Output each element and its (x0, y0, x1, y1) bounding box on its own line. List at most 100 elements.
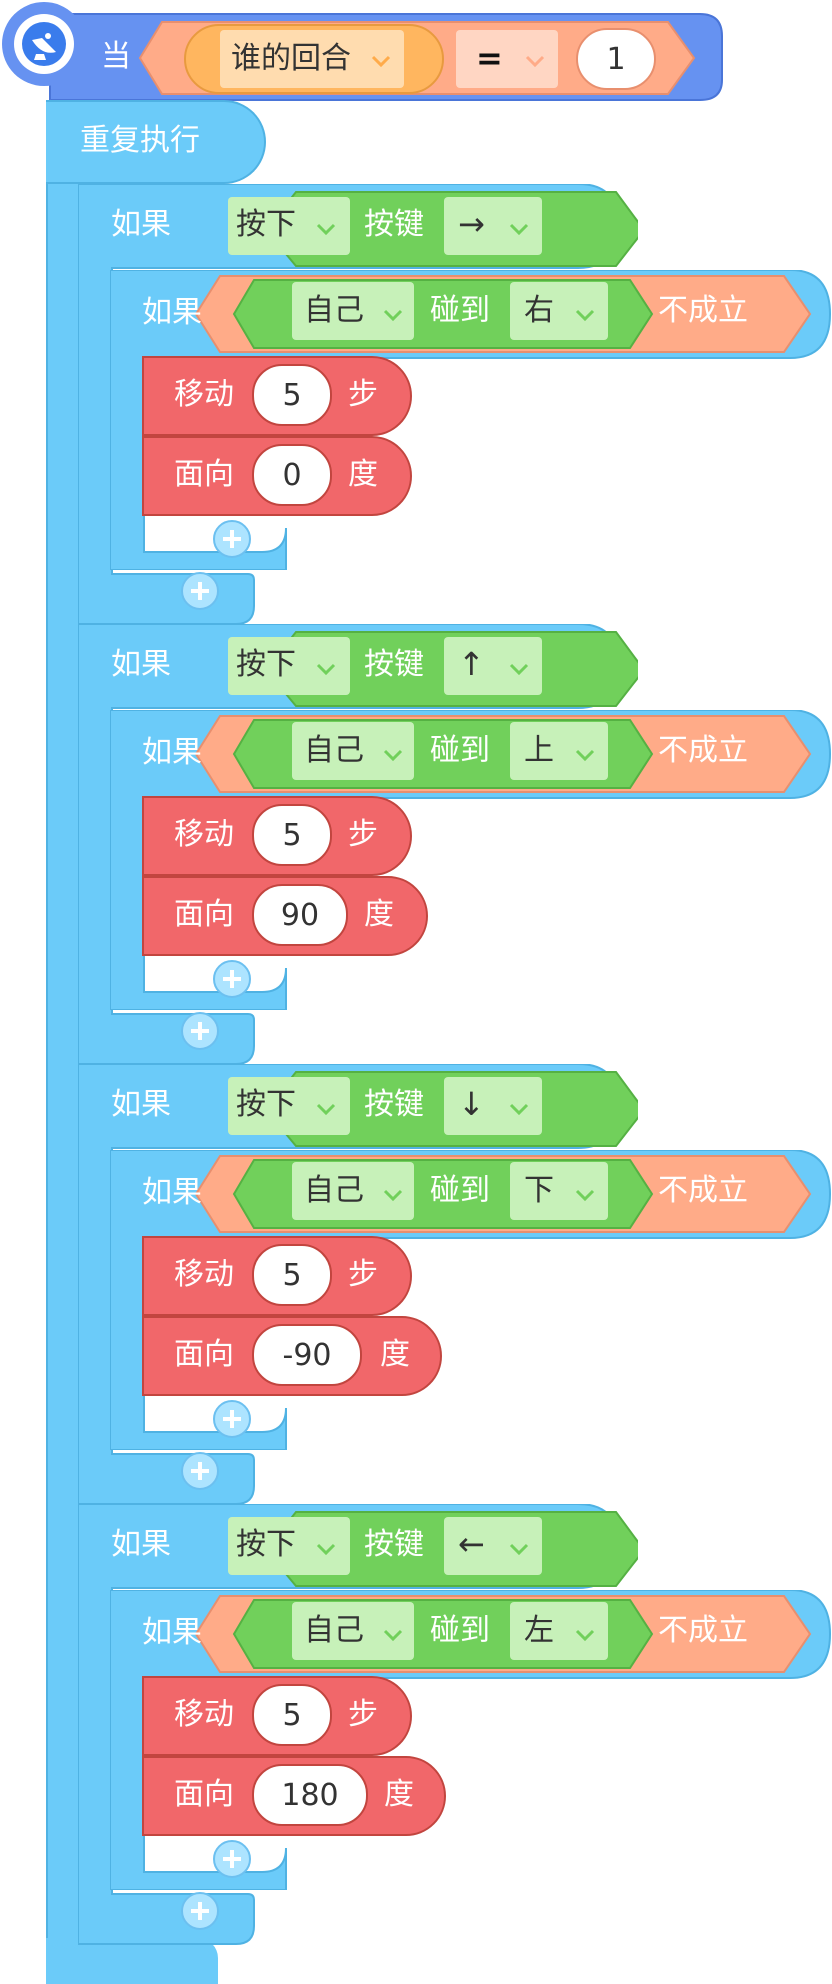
self-dropdown[interactable] (292, 1602, 414, 1660)
inner-if-label: 如果 (142, 1175, 202, 1210)
self-label: 自己 (304, 293, 364, 328)
chevron-down-icon (575, 1189, 595, 1202)
not-label: 不成立 (658, 733, 748, 768)
direction-input[interactable]: 0 (252, 444, 332, 506)
move-steps-input[interactable]: 5 (252, 1244, 332, 1306)
add-block-button[interactable] (213, 1840, 251, 1878)
face-label: 面向 (174, 457, 234, 492)
when-hat-block[interactable]: 当 谁的回合 = 1 (0, 0, 832, 110)
press-mode-dropdown[interactable] (228, 1517, 350, 1575)
chevron-down-icon (575, 749, 595, 762)
not-label: 不成立 (658, 1613, 748, 1648)
chevron-down-icon (316, 663, 336, 676)
inner-if-label: 如果 (142, 1615, 202, 1650)
direction-input[interactable]: -90 (252, 1324, 362, 1386)
chevron-down-icon (575, 309, 595, 322)
key-value: → (458, 205, 485, 243)
face-label: 面向 (174, 1337, 234, 1372)
when-label: 当 (101, 39, 131, 74)
target-value: 上 (524, 733, 554, 768)
press-label: 按下 (236, 647, 296, 682)
if-label: 如果 (111, 647, 171, 682)
press-mode-dropdown[interactable] (228, 1077, 350, 1135)
chevron-down-icon (383, 749, 403, 762)
self-dropdown[interactable] (292, 282, 414, 340)
add-block-button[interactable] (181, 1012, 219, 1050)
add-block-button[interactable] (213, 520, 251, 558)
if-label: 如果 (111, 1087, 171, 1122)
operator-symbol: = (476, 39, 503, 77)
key-label: 按键 (364, 207, 424, 242)
touch-label: 碰到 (430, 293, 490, 328)
inner-if-label: 如果 (142, 735, 202, 770)
chevron-down-icon (383, 309, 403, 322)
if-label: 如果 (111, 1527, 171, 1562)
move-steps-input[interactable]: 5 (252, 804, 332, 866)
self-dropdown[interactable] (292, 1162, 414, 1220)
repeat-label: 重复执行 (80, 123, 200, 158)
self-label: 自己 (304, 1613, 364, 1648)
steps-unit: 步 (348, 377, 378, 412)
self-label: 自己 (304, 733, 364, 768)
press-mode-dropdown[interactable] (228, 637, 350, 695)
add-block-button[interactable] (213, 1400, 251, 1438)
touch-label: 碰到 (430, 1173, 490, 1208)
face-label: 面向 (174, 1777, 234, 1812)
add-block-button[interactable] (181, 1452, 219, 1490)
if-label: 如果 (111, 207, 171, 242)
chevron-down-icon (316, 1543, 336, 1556)
inner-if-label: 如果 (142, 295, 202, 330)
direction-input[interactable]: 90 (252, 884, 348, 946)
target-value: 右 (524, 293, 554, 328)
repeat-block-header (46, 100, 266, 184)
touch-label: 碰到 (430, 1613, 490, 1648)
steps-unit: 步 (348, 1697, 378, 1732)
not-label: 不成立 (658, 1173, 748, 1208)
touch-label: 碰到 (430, 733, 490, 768)
move-label: 移动 (174, 1697, 234, 1732)
chevron-down-icon (525, 55, 545, 68)
move-label: 移动 (174, 1257, 234, 1292)
chevron-down-icon (509, 1103, 529, 1116)
press-label: 按下 (236, 1087, 296, 1122)
key-label: 按键 (364, 1087, 424, 1122)
chevron-down-icon (509, 663, 529, 676)
target-value: 左 (524, 1613, 554, 1648)
key-value: ← (458, 1525, 485, 1563)
add-block-button[interactable] (181, 572, 219, 610)
move-label: 移动 (174, 817, 234, 852)
add-block-button[interactable] (181, 1892, 219, 1930)
add-block-button[interactable] (213, 960, 251, 998)
key-label: 按键 (364, 647, 424, 682)
target-value: 下 (524, 1173, 554, 1208)
repeat-forever-block[interactable] (46, 100, 266, 1984)
direction-input[interactable]: 180 (252, 1764, 368, 1826)
chevron-down-icon (509, 1543, 529, 1556)
steps-unit: 步 (348, 817, 378, 852)
compare-value-input[interactable]: 1 (576, 28, 656, 90)
press-label: 按下 (236, 207, 296, 242)
chevron-down-icon (383, 1189, 403, 1202)
key-value: ↑ (458, 645, 485, 683)
self-dropdown[interactable] (292, 722, 414, 780)
degree-unit: 度 (384, 1777, 414, 1812)
degree-unit: 度 (348, 457, 378, 492)
steps-unit: 步 (348, 1257, 378, 1292)
repeat-block-arm (46, 100, 82, 1984)
press-mode-dropdown[interactable] (228, 197, 350, 255)
move-steps-input[interactable]: 5 (252, 364, 332, 426)
face-label: 面向 (174, 897, 234, 932)
satellite-icon (2, 2, 86, 86)
move-label: 移动 (174, 377, 234, 412)
key-value: ↓ (458, 1085, 485, 1123)
chevron-down-icon (383, 1629, 403, 1642)
repeat-block-footer (46, 1938, 218, 1984)
chevron-down-icon (575, 1629, 595, 1642)
move-steps-input[interactable]: 5 (252, 1684, 332, 1746)
chevron-down-icon (371, 55, 391, 68)
key-label: 按键 (364, 1527, 424, 1562)
press-label: 按下 (236, 1527, 296, 1562)
chevron-down-icon (316, 1103, 336, 1116)
chevron-down-icon (509, 223, 529, 236)
self-label: 自己 (304, 1173, 364, 1208)
